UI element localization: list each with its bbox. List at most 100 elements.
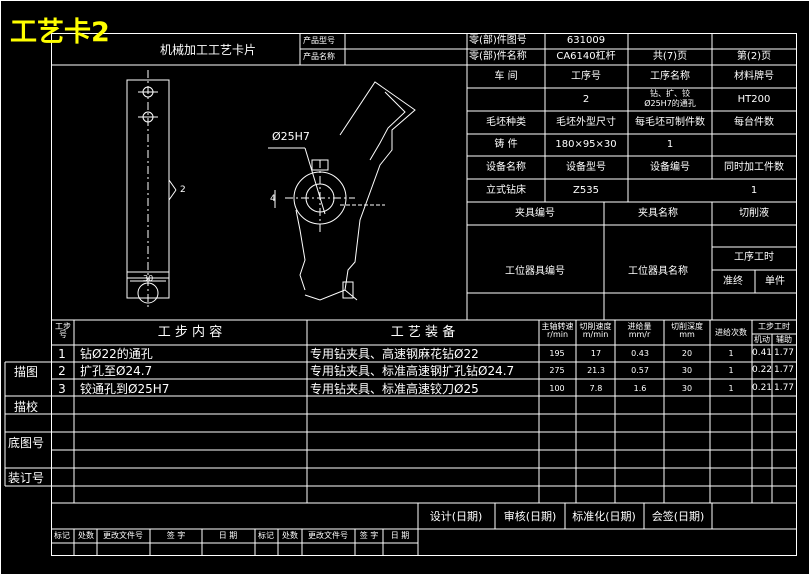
step-3-equipment: 专用钻夹具、标准高速铰刀Ø25 — [310, 382, 479, 396]
step-3-speed: 100 — [549, 384, 565, 393]
step-2-aux: 1.77 — [773, 365, 795, 375]
part-name-value: CA6140杠杆 — [556, 51, 616, 62]
step-no-header: 工步号 — [55, 322, 71, 339]
step-3-content: 铰通孔到Ø25H7 — [80, 382, 170, 396]
passes-header: 进给次数 — [715, 328, 747, 337]
places-label-1: 处数 — [78, 531, 94, 540]
step-3-depth: 30 — [681, 384, 693, 393]
equipment-header: 工 艺 装 备 — [390, 325, 456, 340]
station-tool-no-label: 工位器具编号 — [505, 266, 565, 277]
depth-header: 切削深度 mm — [671, 322, 703, 339]
date-label-1: 日 期 — [218, 531, 238, 540]
simultaneous-value: 1 — [750, 185, 758, 196]
step-1-no: 1 — [58, 347, 66, 361]
standardize-date-label: 标准化(日期) — [572, 510, 636, 523]
step-3-passes: 1 — [728, 384, 734, 393]
binding-no-label: 装订号 — [8, 471, 45, 485]
part-drawing-label: 零(部)件图号 — [469, 35, 527, 46]
process-name-label: 工序名称 — [650, 71, 690, 82]
fixture-no-label: 夹具编号 — [515, 208, 555, 219]
step-time-header: 工步工时 — [758, 322, 790, 331]
base-drawing-no-label: 底图号 — [8, 436, 45, 450]
step-1-equipment: 专用钻夹具、高速钢麻花钻Ø22 — [310, 347, 479, 361]
equipment-model-value: Z535 — [573, 185, 599, 196]
sign-label-2: 签 字 — [359, 531, 379, 540]
card-name: 机械加工工艺卡片 — [160, 43, 257, 57]
side-dimension: 2 — [180, 185, 186, 195]
step-3-machine: 0.21 — [751, 383, 773, 393]
step-1-feed: 0.43 — [631, 349, 649, 358]
per-blank-label: 每毛坯可制件数 — [635, 117, 705, 128]
equipment-no-label: 设备编号 — [650, 162, 690, 173]
material-value: HT200 — [737, 94, 771, 105]
step-content-header: 工 步 内 容 — [157, 325, 223, 340]
step-2-feed: 0.57 — [631, 366, 649, 375]
trace-check-label: 描校 — [14, 400, 39, 414]
process-name-value-2: Ø25H7的通孔 — [644, 99, 696, 108]
step-3-feed: 1.6 — [633, 384, 647, 393]
step-2-speed: 275 — [549, 366, 565, 375]
step-2-machine: 0.22 — [751, 365, 773, 375]
simultaneous-label: 同时加工件数 — [724, 162, 784, 173]
mark-label-2: 标记 — [258, 531, 274, 540]
step-1-content: 钻Ø22的通孔 — [80, 347, 153, 361]
step-3-no: 3 — [58, 382, 66, 396]
card-title: 工艺卡2 — [10, 17, 110, 48]
hole-dimension: Ø25H7 — [272, 130, 310, 143]
step-1-aux: 1.77 — [773, 348, 795, 358]
step-2-depth: 30 — [681, 366, 693, 375]
mark-label-1: 标记 — [54, 531, 70, 540]
step-2-passes: 1 — [728, 366, 734, 375]
prep-time-label: 准终 — [723, 276, 743, 287]
change-doc-label-1: 更改文件号 — [103, 531, 143, 540]
step-2-cut-speed: 21.3 — [587, 366, 605, 375]
countersign-date-label: 会签(日期) — [651, 510, 705, 523]
date-label-2: 日 期 — [390, 531, 410, 540]
blank-size-value: 180×95×30 — [555, 139, 617, 150]
blank-size-label: 毛坯外型尺寸 — [556, 117, 616, 128]
material-label: 材料牌号 — [734, 71, 774, 82]
blank-type-value: 铸 件 — [494, 139, 518, 150]
part-drawing-value: 631009 — [566, 35, 606, 46]
product-model-label: 产品型号 — [303, 36, 335, 45]
process-no-value: 2 — [582, 94, 590, 105]
review-date-label: 审核(日期) — [503, 510, 557, 523]
step-1-passes: 1 — [728, 349, 734, 358]
equipment-model-label: 设备型号 — [566, 162, 606, 173]
total-pages: 共(7)页 — [652, 51, 688, 62]
step-2-content: 扩孔至Ø24.7 — [80, 364, 153, 378]
aux-time-header: 辅助 — [776, 335, 792, 344]
process-time-label: 工序工时 — [734, 252, 774, 263]
bottom-dimension: 30 — [143, 274, 154, 283]
part-drawing — [126, 70, 416, 310]
coolant-label: 切削液 — [739, 208, 769, 219]
machine-time-header: 机动 — [754, 335, 770, 344]
process-no-label: 工序号 — [571, 71, 601, 82]
trace-label: 描图 — [14, 365, 39, 379]
per-blank-value: 1 — [666, 139, 674, 150]
step-2-equipment: 专用钻夹具、标准高速钢扩孔钻Ø24.7 — [310, 364, 515, 378]
spindle-speed-header: 主轴转速 r/min — [541, 322, 574, 339]
step-1-depth: 20 — [681, 349, 693, 358]
workshop-label: 车 间 — [494, 71, 518, 82]
left-dimension: 4 — [270, 194, 276, 204]
part-name-label: 零(部)件名称 — [469, 51, 527, 62]
step-1-cut-speed: 17 — [590, 349, 602, 358]
cutting-speed-header: 切削速度 m/min — [579, 322, 612, 339]
equipment-name-label: 设备名称 — [486, 162, 526, 173]
page-number: 第(2)页 — [736, 51, 772, 62]
per-unit-label: 每台件数 — [734, 117, 774, 128]
places-label-2: 处数 — [282, 531, 298, 540]
station-tool-name-label: 工位器具名称 — [628, 266, 688, 277]
step-3-aux: 1.77 — [773, 383, 795, 393]
product-name-label: 产品名称 — [303, 52, 335, 61]
step-2-no: 2 — [58, 364, 66, 378]
step-1-machine: 0.41 — [751, 348, 773, 358]
blank-type-label: 毛坯种类 — [486, 117, 526, 128]
fixture-name-label: 夹具名称 — [638, 208, 678, 219]
step-3-cut-speed: 7.8 — [589, 384, 603, 393]
feed-header: 进给量 mm/r — [627, 322, 652, 339]
change-doc-label-2: 更改文件号 — [308, 531, 348, 540]
